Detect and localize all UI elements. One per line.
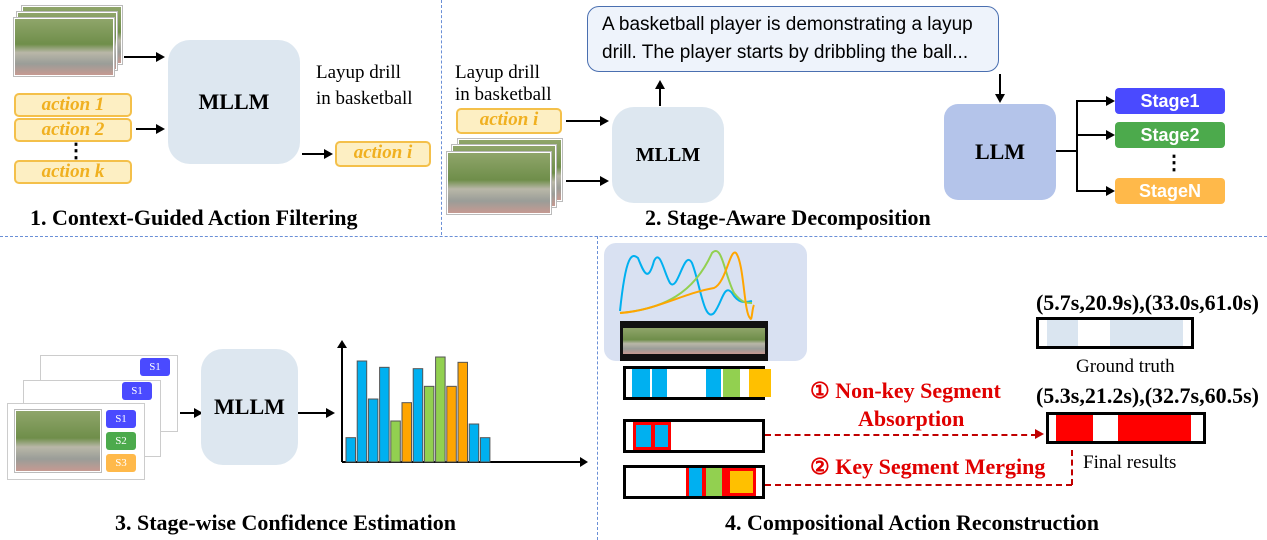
stage-1-badge: Stage1	[1115, 88, 1225, 114]
confidence-bar	[390, 420, 401, 463]
confidence-bar	[379, 366, 390, 463]
selected-action: action i	[335, 141, 431, 167]
action-option: action k	[14, 160, 132, 184]
stage-s1-middle: S1	[122, 382, 152, 400]
y-axis-arrow	[337, 340, 347, 348]
confidence-bar	[401, 402, 412, 463]
confidence-bar-chart	[337, 340, 588, 467]
absorbed-timeline	[623, 419, 765, 453]
stage-s3: S3	[106, 454, 136, 472]
stage-s2: S2	[106, 432, 136, 450]
final-result-timeline	[1046, 412, 1206, 444]
mllm-box: MLLM	[612, 107, 724, 203]
divider-bottom	[597, 236, 598, 540]
ground-truth-timeline	[1036, 317, 1194, 349]
result-times: (5.3s,21.2s),(32.7s,60.5s)	[1035, 383, 1259, 408]
step-non-key-absorption: Absorption	[858, 406, 965, 431]
description-bubble: A basketball player is demonstrating a l…	[587, 6, 999, 72]
step-key-merging: ② Key Segment Merging	[810, 454, 1046, 479]
action-option: action 2	[14, 118, 132, 142]
divider-horizontal	[0, 236, 1267, 237]
confidence-bar	[345, 437, 356, 463]
confidence-bar	[367, 398, 379, 463]
stage-2-badge: Stage2	[1115, 122, 1225, 148]
confidence-bar	[412, 368, 424, 463]
merged-timeline	[623, 465, 765, 499]
stage-s1: S1	[106, 410, 136, 428]
stage-s1-back: S1	[140, 358, 170, 376]
confidence-curves	[619, 250, 755, 320]
panel-title: 3. Stage-wise Confidence Estimation	[115, 510, 456, 535]
divider-top	[441, 0, 442, 235]
query-text: in basketball	[455, 84, 552, 105]
stage-n-badge: StageN	[1115, 178, 1225, 204]
ellipsis: ⋮	[66, 140, 86, 162]
video-frames	[14, 18, 114, 76]
step-non-key-absorption: ① Non-key Segment	[810, 378, 1001, 403]
ellipsis: ⋮	[1164, 152, 1184, 174]
video-frame	[15, 410, 101, 472]
confidence-bar	[356, 360, 368, 463]
action-input: action i	[456, 108, 562, 134]
film-strip	[620, 321, 768, 361]
confidence-bar	[457, 361, 468, 463]
panel-title: 4. Compositional Action Reconstruction	[725, 510, 1099, 535]
mllm-box: MLLM	[201, 349, 298, 465]
final-results-caption: Final results	[1083, 452, 1177, 473]
confidence-bar	[435, 356, 446, 463]
query-text: Layup drill	[455, 62, 540, 83]
confidence-bar	[423, 385, 435, 463]
llm-box: LLM	[944, 104, 1056, 200]
x-axis-arrow	[580, 457, 588, 467]
confidence-bar	[446, 385, 457, 463]
query-text: in basketball	[316, 88, 413, 109]
segment-timeline	[623, 366, 771, 400]
action-option: action 1	[14, 93, 132, 117]
video-frames	[447, 152, 551, 214]
ground-truth-caption: Ground truth	[1076, 356, 1175, 377]
query-text: Layup drill	[316, 62, 401, 83]
panel-title: 1. Context-Guided Action Filtering	[30, 205, 358, 230]
mllm-box: MLLM	[168, 40, 300, 164]
confidence-bar	[468, 423, 480, 463]
confidence-bar	[479, 437, 491, 463]
ground-truth-times: (5.7s,20.9s),(33.0s,61.0s)	[1035, 290, 1259, 315]
confidence-curves-panel	[604, 243, 807, 361]
panel-title: 2. Stage-Aware Decomposition	[645, 205, 931, 230]
